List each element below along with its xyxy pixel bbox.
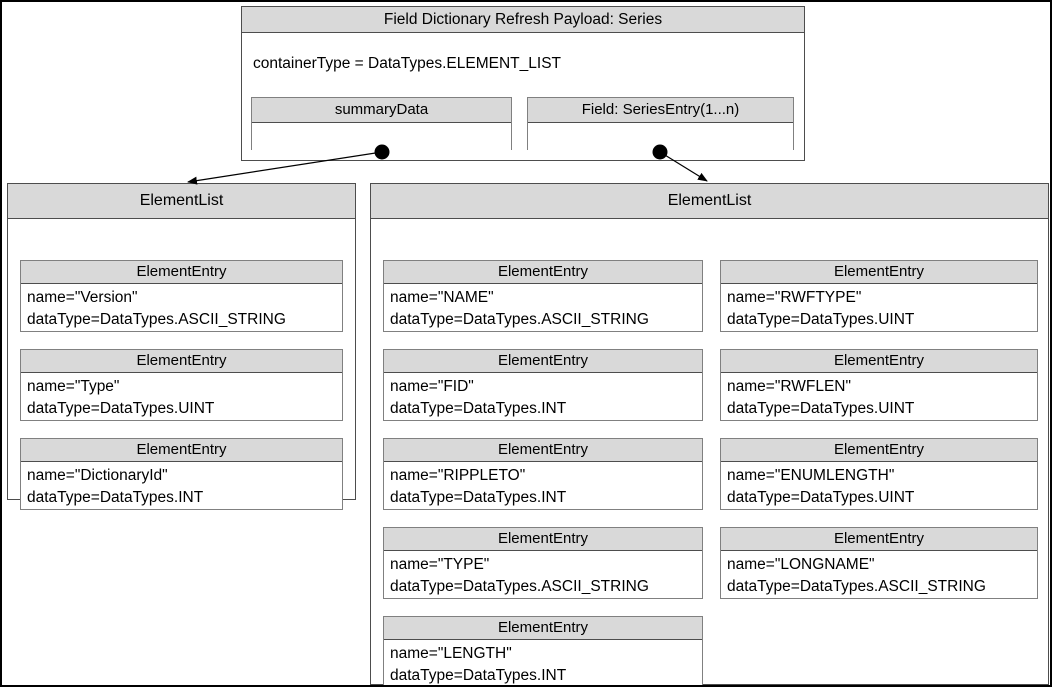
element-entry-header: ElementEntry <box>384 528 702 551</box>
element-entry-body: name="ENUMLENGTH" dataType=DataTypes.UIN… <box>721 462 1037 508</box>
element-entry-datatype: dataType=DataTypes.INT <box>390 488 567 506</box>
element-entry-datatype: dataType=DataTypes.INT <box>27 488 204 506</box>
element-entry-body: name="FID" dataType=DataTypes.INT <box>384 373 702 419</box>
element-entry-name: name="RWFTYPE" <box>727 289 862 306</box>
summary-data-box: summaryData <box>251 97 512 150</box>
element-entry: ElementEntry name="Version" dataType=Dat… <box>20 260 343 332</box>
element-entry-body: name="RIPPLETO" dataType=DataTypes.INT <box>384 462 702 508</box>
element-entry-header: ElementEntry <box>721 350 1037 373</box>
element-entry-name: name="LENGTH" <box>390 645 512 662</box>
element-entry-datatype: dataType=DataTypes.ASCII_STRING <box>27 310 286 328</box>
element-entry: ElementEntry name="RWFLEN" dataType=Data… <box>720 349 1038 421</box>
element-entry-body: name="RWFTYPE" dataType=DataTypes.UINT <box>721 284 1037 330</box>
payload-box: Field Dictionary Refresh Payload: Series… <box>241 6 805 161</box>
summary-data-label: summaryData <box>252 98 511 123</box>
element-entry-datatype: dataType=DataTypes.UINT <box>727 488 915 506</box>
element-entry-name: name="RIPPLETO" <box>390 467 526 484</box>
summary-data-body <box>252 123 511 150</box>
element-entry-datatype: dataType=DataTypes.ASCII_STRING <box>727 577 986 595</box>
element-entry-header: ElementEntry <box>721 439 1037 462</box>
element-entry-datatype: dataType=DataTypes.UINT <box>727 399 915 417</box>
element-entry-name: name="FID" <box>390 378 474 395</box>
element-entry-name: name="NAME" <box>390 289 494 306</box>
element-entry-header: ElementEntry <box>21 350 342 373</box>
element-entry-body: name="LENGTH" dataType=DataTypes.INT <box>384 640 702 685</box>
element-entry-body: name="LONGNAME" dataType=DataTypes.ASCII… <box>721 551 1037 597</box>
element-entry-header: ElementEntry <box>384 350 702 373</box>
right-elementlist-box: ElementList ElementEntry name="NAME" dat… <box>370 183 1049 685</box>
element-entry: ElementEntry name="Type" dataType=DataTy… <box>20 349 343 421</box>
element-entry: ElementEntry name="DictionaryId" dataTyp… <box>20 438 343 510</box>
series-entry-box: Field: SeriesEntry(1...n) <box>527 97 794 150</box>
element-entry: ElementEntry name="ENUMLENGTH" dataType=… <box>720 438 1038 510</box>
element-entry-header: ElementEntry <box>21 261 342 284</box>
element-entry-body: name="Type" dataType=DataTypes.UINT <box>21 373 342 419</box>
element-entry-name: name="LONGNAME" <box>727 556 875 573</box>
element-entry-body: name="Version" dataType=DataTypes.ASCII_… <box>21 284 342 330</box>
element-entry-datatype: dataType=DataTypes.INT <box>390 399 567 417</box>
element-entry-header: ElementEntry <box>384 617 702 640</box>
element-entry-datatype: dataType=DataTypes.INT <box>390 666 567 684</box>
element-entry: ElementEntry name="RIPPLETO" dataType=Da… <box>383 438 703 510</box>
element-entry: ElementEntry name="LONGNAME" dataType=Da… <box>720 527 1038 599</box>
element-entry-name: name="TYPE" <box>390 556 490 573</box>
element-entry-name: name="DictionaryId" <box>27 467 168 484</box>
element-entry: ElementEntry name="RWFTYPE" dataType=Dat… <box>720 260 1038 332</box>
right-elementlist-title: ElementList <box>371 184 1048 219</box>
element-entry-name: name="ENUMLENGTH" <box>727 467 895 484</box>
element-entry-body: name="NAME" dataType=DataTypes.ASCII_STR… <box>384 284 702 330</box>
element-entry-header: ElementEntry <box>21 439 342 462</box>
element-entry: ElementEntry name="NAME" dataType=DataTy… <box>383 260 703 332</box>
element-entry-name: name="Version" <box>27 289 138 306</box>
element-entry-header: ElementEntry <box>384 261 702 284</box>
payload-container-type-attribute: containerType = DataTypes.ELEMENT_LIST <box>253 55 561 72</box>
payload-title: Field Dictionary Refresh Payload: Series <box>242 7 804 33</box>
element-entry-name: name="Type" <box>27 378 120 395</box>
element-entry-header: ElementEntry <box>721 261 1037 284</box>
left-elementlist-title: ElementList <box>8 184 355 219</box>
element-entry: ElementEntry name="FID" dataType=DataTyp… <box>383 349 703 421</box>
element-entry-body: name="DictionaryId" dataType=DataTypes.I… <box>21 462 342 508</box>
element-entry-name: name="RWFLEN" <box>727 378 851 395</box>
left-elementlist-box: ElementList ElementEntry name="Version" … <box>7 183 356 510</box>
series-entry-body <box>528 123 793 150</box>
element-entry-datatype: dataType=DataTypes.ASCII_STRING <box>390 310 649 328</box>
element-entry-header: ElementEntry <box>721 528 1037 551</box>
element-entry-datatype: dataType=DataTypes.UINT <box>727 310 915 328</box>
element-entry: ElementEntry name="TYPE" dataType=DataTy… <box>383 527 703 599</box>
element-entry-datatype: dataType=DataTypes.ASCII_STRING <box>390 577 649 595</box>
element-entry-header: ElementEntry <box>384 439 702 462</box>
element-entry: ElementEntry name="LENGTH" dataType=Data… <box>383 616 703 685</box>
element-entry-datatype: dataType=DataTypes.UINT <box>27 399 215 417</box>
element-entry-body: name="RWFLEN" dataType=DataTypes.UINT <box>721 373 1037 419</box>
series-entry-label: Field: SeriesEntry(1...n) <box>528 98 793 123</box>
element-entry-body: name="TYPE" dataType=DataTypes.ASCII_STR… <box>384 551 702 597</box>
